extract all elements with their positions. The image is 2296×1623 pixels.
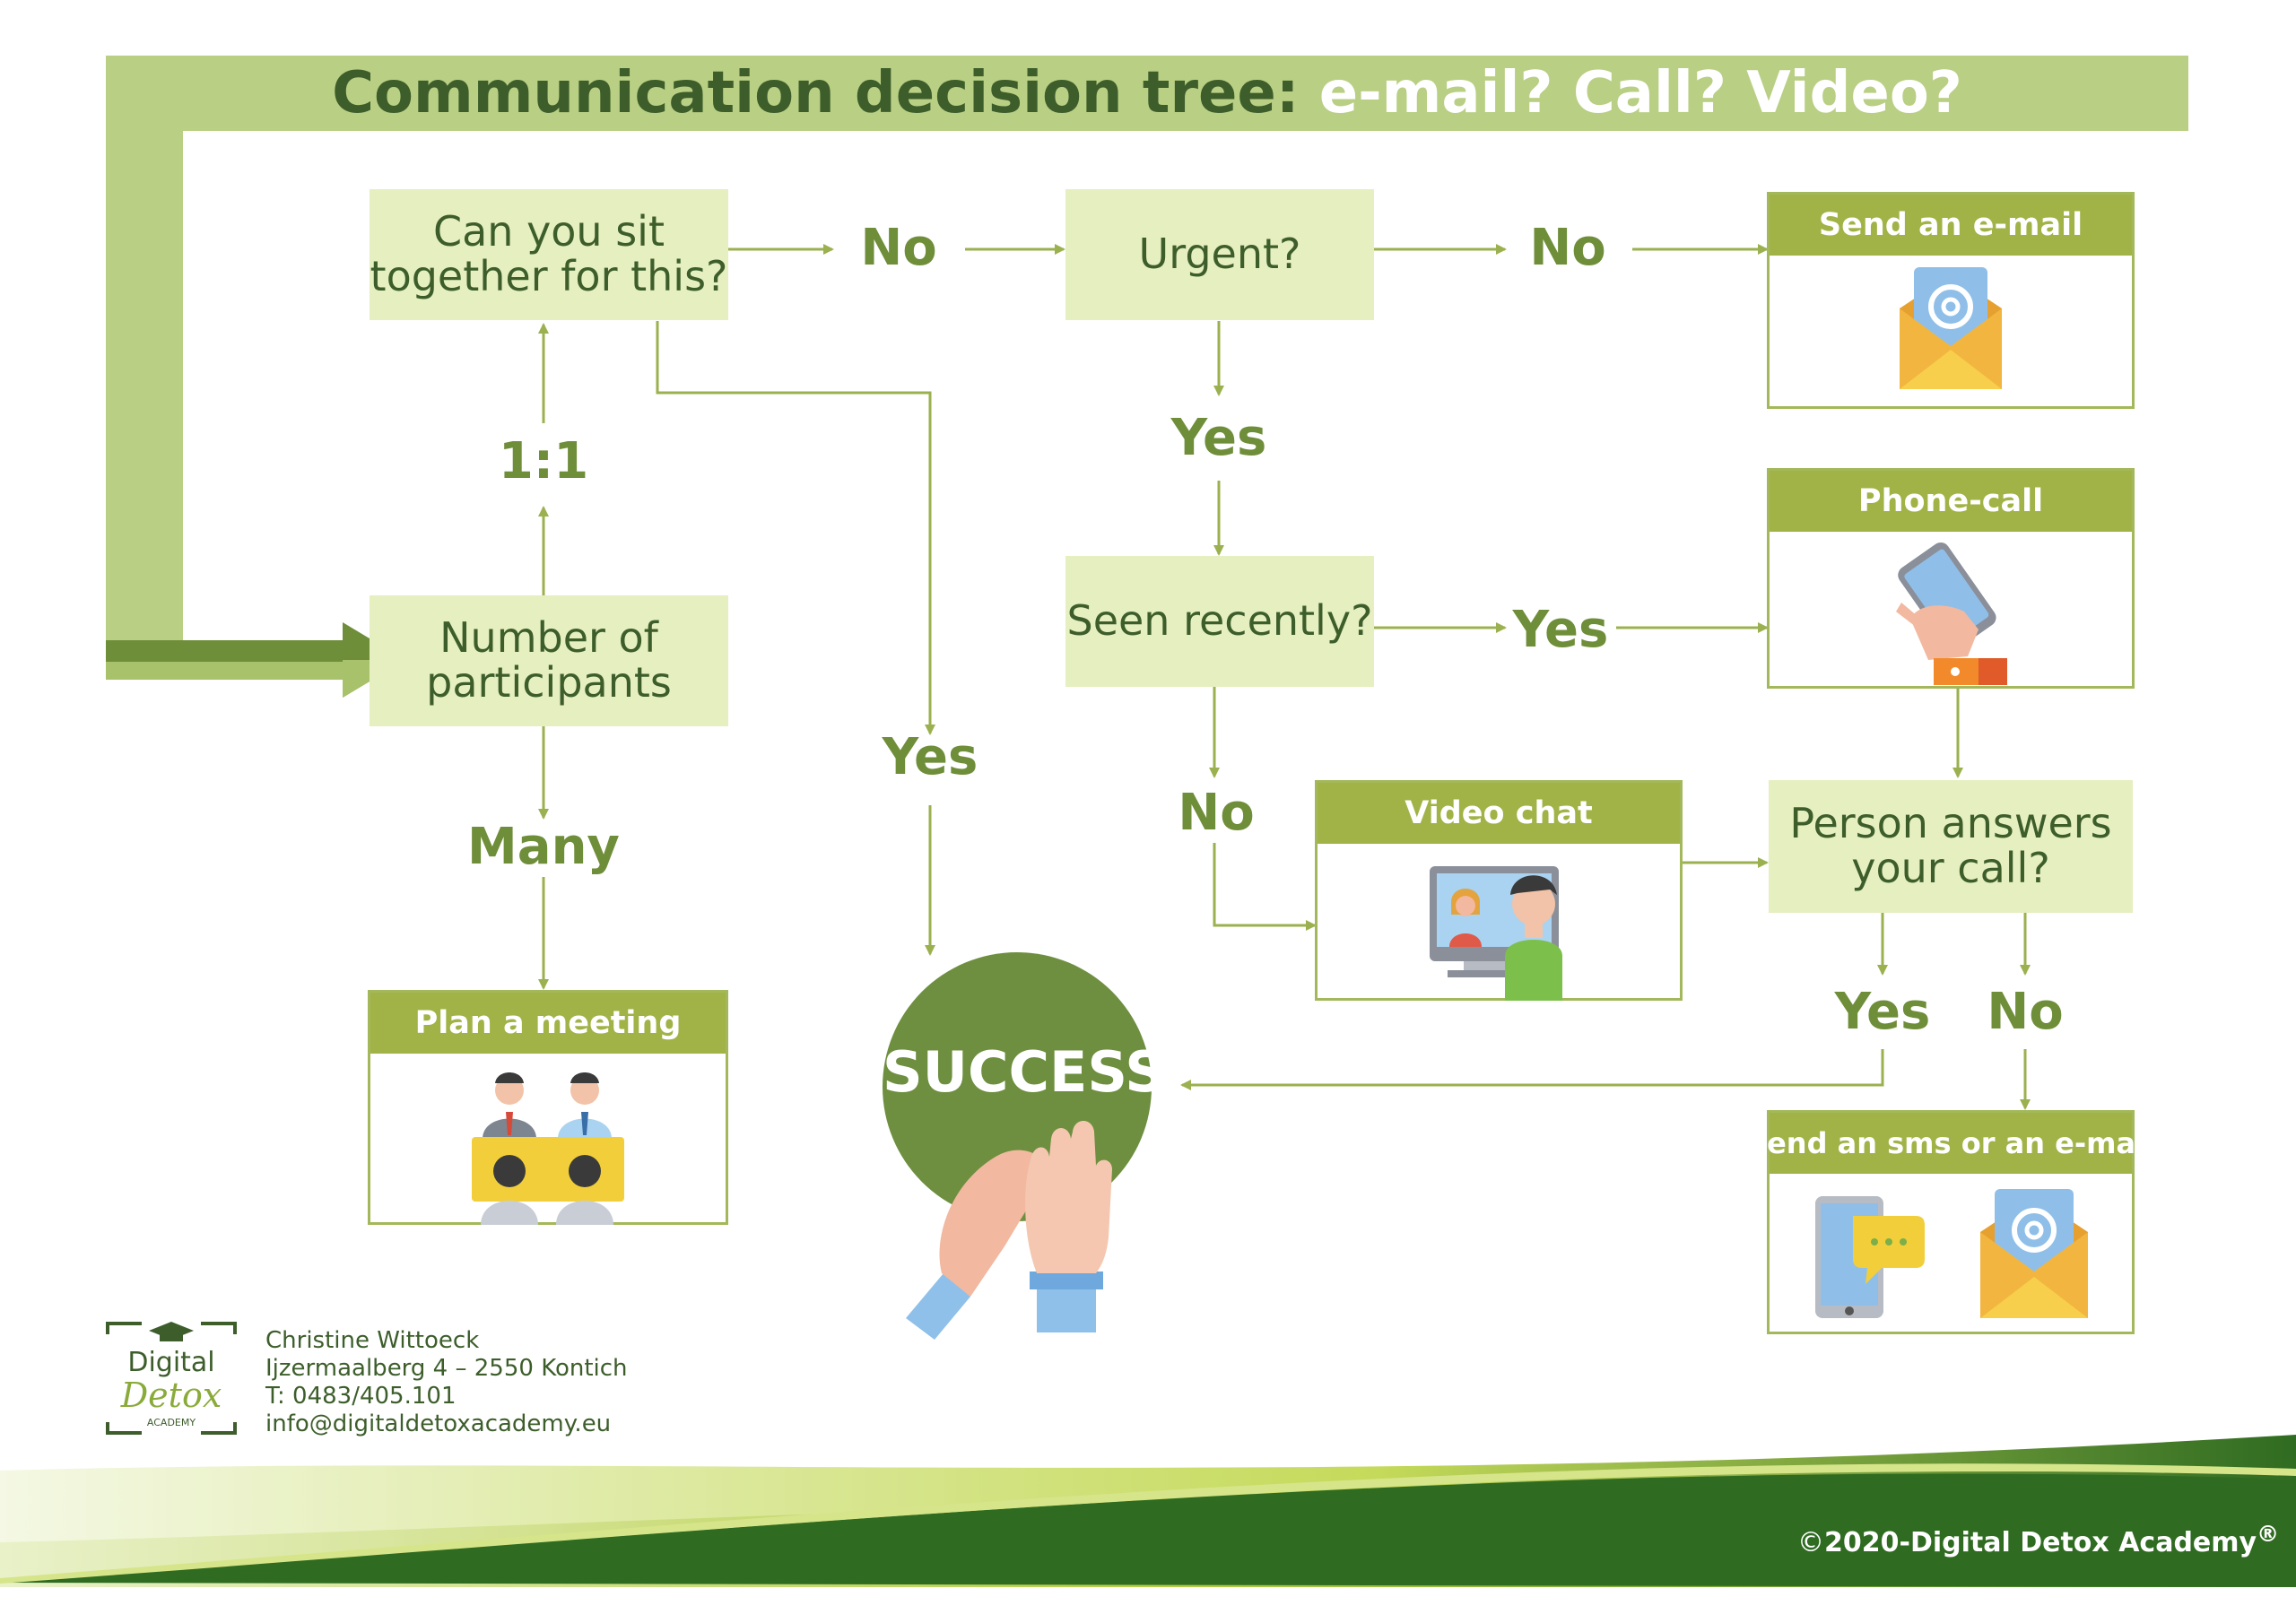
title-bar [106,56,2188,131]
copyright-text: 2020-Digital Detox Academy [1824,1527,2257,1558]
contact-block: Christine Wittoeck Ijzermaalberg 4 – 255… [265,1327,628,1438]
contact-name: Christine Wittoeck [265,1327,480,1354]
contact-address: Ijzermaalberg 4 – 2550 Kontich [265,1355,628,1382]
question-participants: Number of participants [370,595,728,726]
label-answer-no: No [1987,983,2064,1041]
question-answers-call: Person answers your call? [1769,780,2133,913]
card-send-email-title: Send an e-mail [1770,195,2132,256]
card-phone-call: Phone-call [1767,468,2135,689]
label-answer-yes: Yes [1834,983,1931,1041]
success-label: SUCCESS [883,1039,1165,1105]
meeting-icon [472,1072,624,1225]
logo-line3: ACADEMY [146,1417,196,1428]
label-seen-yes: Yes [1512,601,1609,659]
card-send-email: Send an e-mail [1767,192,2135,409]
label-urgent-yes: Yes [1170,409,1267,467]
graduation-cap-icon [106,1322,237,1435]
footer-wave-dark [0,1473,2296,1587]
logo-line2: Detox [120,1376,222,1415]
logo-line1: Digital [127,1347,215,1378]
logo: Digital Detox ACADEMY [106,1322,237,1435]
video-chat-icon [1430,866,1562,1001]
label-sit-no: No [860,219,937,277]
card-video-chat-title: Video chat [1318,783,1680,844]
title-dark-part: Communication decision tree: [332,60,1300,126]
question-seen-recently: Seen recently? [1065,556,1374,687]
page-title: Communication decision tree: e-mail? Cal… [106,56,2188,131]
label-one-to-one: 1:1 [498,432,589,490]
registered-mark: ® [2257,1521,2280,1547]
label-seen-no: No [1178,784,1255,842]
card-sms-email-title: Send an sms or an e-mail [1746,1113,2155,1174]
label-urgent-no: No [1529,219,1606,277]
card-sms-email: Send an sms or an e-mail [1746,1110,2155,1334]
email-icon [1900,267,2002,389]
contact-phone: T: 0483/405.101 [265,1383,457,1410]
high-five-icon [906,1121,1112,1340]
title-light-part: e-mail? Call? Video? [1318,60,1962,126]
connector-sit-yes [656,321,935,735]
question-sit-together: Can you sit together for this? [370,189,728,320]
contact-email[interactable]: info@digitaldetoxacademy.eu [265,1410,612,1437]
card-phone-call-title: Phone-call [1770,471,2132,532]
copyright-symbol: © [1797,1527,1824,1558]
copyright: ©2020-Digital Detox Academy® [1797,1521,2279,1558]
frame-left-bar [106,56,183,640]
phone-hand-icon [1896,542,2007,685]
card-plan-meeting: Plan a meeting [368,990,728,1225]
sms-email-icon [1815,1189,2088,1318]
card-video-chat: Video chat [1315,780,1683,1001]
question-urgent: Urgent? [1065,189,1374,320]
card-plan-meeting-title: Plan a meeting [370,993,726,1054]
label-many: Many [467,818,620,876]
label-sit-yes: Yes [882,728,978,786]
